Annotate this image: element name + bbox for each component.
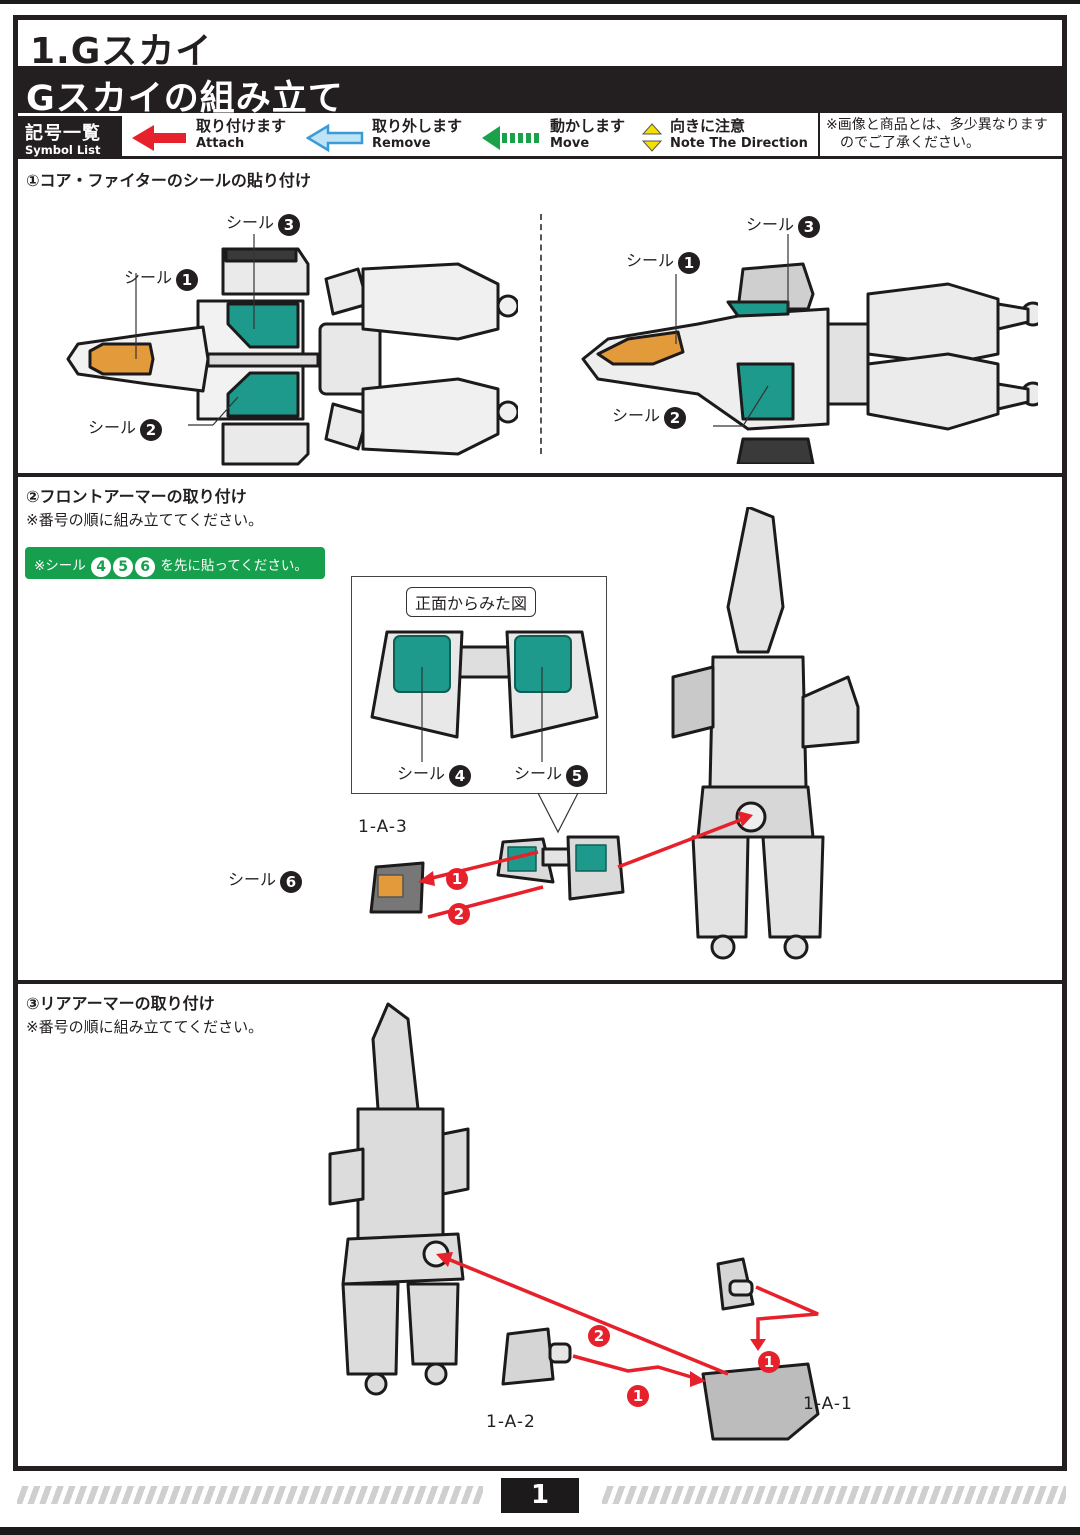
sticker-number-badge: 3 — [798, 216, 821, 238]
core-fighter-top-view-illustration — [66, 234, 518, 466]
outline-blue-arrow-left-icon — [306, 123, 364, 153]
symbol-attach: 取り付けます Attach — [132, 115, 302, 157]
g-sky-robot-front — [671, 507, 860, 960]
red-arrow-left-icon — [132, 125, 186, 151]
g-sky-robot-rear — [328, 1002, 470, 1396]
part-number-1-a-1: 1-A-1 — [803, 1394, 853, 1414]
symbol-direction: 向きに注意 Note The Direction — [642, 115, 818, 157]
disclaimer-line2: のでご了承ください。 — [840, 135, 980, 151]
section-1-title: ①コア・ファイターのシールの貼り付け — [26, 171, 311, 190]
subtitle-bar: Gスカイの組み立て — [18, 68, 1062, 119]
step-marker-1-rear-right: 1 — [754, 1350, 780, 1373]
assembly-arrows — [442, 1255, 819, 1381]
sticker-number-badge: 3 — [278, 214, 301, 236]
section-rear-armor: ③リアアーマーの取り付け ※番号の順に組み立ててください。 — [18, 980, 1062, 1471]
symbol-direction-en: Note The Direction — [670, 136, 808, 151]
step-marker-2-rear: 2 — [584, 1324, 610, 1347]
symbol-remove-en: Remove — [372, 136, 431, 151]
front-armor-front-view-illustration — [370, 630, 599, 762]
dashed-divider — [540, 214, 542, 454]
section-core-fighter-stickers: ①コア・ファイターのシールの貼り付け — [18, 159, 1062, 473]
yellow-direction-triangles-icon — [642, 123, 663, 152]
symbol-remove: 取り外します Remove — [306, 115, 476, 157]
sticker-number-badge: 6 — [280, 871, 303, 893]
leader-line-sticker-2 — [212, 396, 239, 426]
symbol-list-title-en: Symbol List — [25, 143, 101, 157]
hatch-decoration-right — [602, 1486, 1066, 1504]
disclaimer-line1: ※画像と商品とは、多少異なります — [826, 117, 1048, 133]
step-marker-2: 2 — [444, 902, 470, 925]
bottom-border — [0, 1527, 1080, 1535]
subtitle: Gスカイの組み立て — [26, 79, 344, 119]
symbol-attach-en: Attach — [196, 136, 245, 151]
rear-armor-assembly-illustration — [328, 1002, 820, 1441]
sticker-number-badge: 2 — [664, 407, 687, 429]
symbol-remove-jp: 取り外します — [372, 117, 463, 135]
symbol-direction-jp: 向きに注意 — [670, 117, 746, 135]
step-title: 1.Gスカイ — [30, 31, 213, 72]
sticker-number-4: 4 — [91, 557, 112, 577]
sticker-number-badge: 4 — [449, 765, 472, 787]
green-dotted-arrow-left-icon — [482, 126, 539, 150]
section-2-title: ②フロントアーマーの取り付け — [26, 487, 247, 506]
sticker-number-badge: 1 — [176, 269, 199, 291]
front-armor-assembly-illustration — [369, 507, 860, 960]
top-border — [0, 0, 1080, 4]
symbol-move: 動かします Move — [482, 115, 632, 157]
core-fighter-angled-view-illustration — [581, 234, 1038, 464]
instruction-page: 1.Gスカイ Gスカイの組み立て 記号一覧 Symbol List 取り付けます… — [13, 15, 1067, 1471]
step-marker-1: 1 — [442, 867, 468, 890]
symbol-move-en: Move — [550, 136, 590, 151]
hatch-decoration-left — [17, 1486, 483, 1504]
front-view-label: 正面からみた図 — [406, 587, 537, 617]
symbol-list-title-jp: 記号一覧 — [25, 123, 101, 144]
part-number-1-a-2: 1-A-2 — [486, 1412, 536, 1432]
disclaimer: ※画像と商品とは、多少異なります のでご了承ください。 — [818, 113, 1062, 156]
part-number-1-a-3: 1-A-3 — [358, 817, 408, 837]
step-title-bar: 1.Gスカイ — [18, 20, 1062, 72]
page-footer: 1 — [0, 1478, 1080, 1514]
section-3-title: ③リアアーマーの取り付け — [26, 994, 215, 1013]
symbol-list-header: 記号一覧 Symbol List — [18, 113, 122, 159]
section-2-note: ※番号の順に組み立ててください。 — [26, 511, 264, 529]
sticker-number-badge: 1 — [678, 252, 701, 274]
sticker-number-5: 5 — [113, 557, 134, 577]
sticker-number-badge: 5 — [566, 765, 589, 787]
section-3-note: ※番号の順に組み立ててください。 — [26, 1018, 264, 1036]
sticker-number-6: 6 — [135, 557, 156, 577]
page-number: 1 — [501, 1478, 579, 1513]
symbol-move-jp: 動かします — [550, 117, 626, 135]
symbol-attach-jp: 取り付けます — [196, 117, 287, 135]
sticker-number-badge: 2 — [140, 419, 163, 441]
symbol-list: 記号一覧 Symbol List 取り付けます Attach 取り外します Re… — [18, 113, 1062, 159]
step-marker-1-rear-left: 1 — [623, 1384, 649, 1407]
